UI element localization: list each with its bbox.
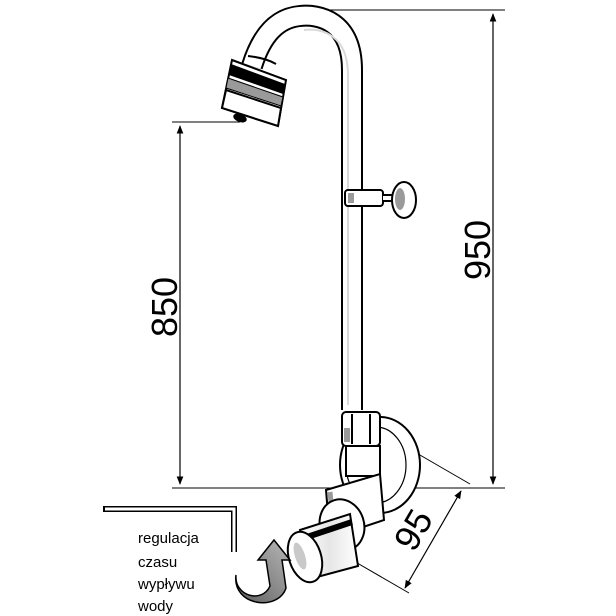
riser-pipe [241, 4, 363, 410]
hex-key-icon [103, 506, 237, 552]
curved-arrow-icon [235, 538, 292, 604]
note-line-3: wypływu [137, 576, 195, 593]
pipe-clamp [344, 181, 417, 219]
adjustment-note: regulacja czasu wypływu wody [137, 530, 200, 615]
shower-head-icon [220, 55, 288, 128]
dimension-label-850: 850 [144, 277, 185, 337]
dimension-label-950: 950 [457, 220, 498, 280]
note-line-4: wody [137, 598, 174, 615]
note-line-2: czasu [138, 554, 177, 571]
note-line-1: regulacja [138, 530, 200, 547]
dimension-total-height: 950 [327, 9, 505, 489]
valve-body [286, 411, 421, 584]
dimension-outlet-height: 850 [144, 121, 335, 489]
